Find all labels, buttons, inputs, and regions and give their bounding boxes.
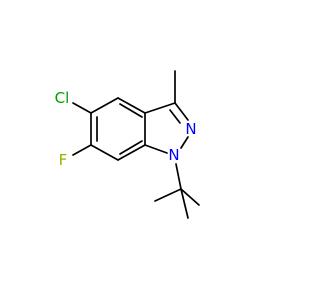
- bond-c6-f: [72, 144, 92, 156]
- atom-label-layer: Cl F N N: [55, 89, 197, 169]
- bond-c7a-c7-inner: [119, 140, 143, 155]
- molecule-structure-diagram: Cl F N N: [55, 70, 200, 219]
- bond-cquat-me3: [180, 188, 189, 219]
- bond-c3-n2-inner: [169, 109, 181, 124]
- bond-c7-c6: [90, 144, 119, 161]
- bond-layer: [72, 70, 200, 219]
- bond-n2-n1: [180, 136, 189, 149]
- bond-c3a-c3: [144, 102, 176, 114]
- bond-c4-c3a: [117, 97, 146, 114]
- bond-c3-n2: [174, 102, 189, 121]
- bond-cquat-me2: [180, 188, 200, 206]
- bond-c4-c3a-inner: [119, 103, 143, 118]
- atom-label-chlorine: Cl: [55, 89, 70, 107]
- bond-c5-cl: [72, 102, 92, 114]
- bond-n1-cquat: [175, 163, 182, 190]
- atom-label-nitrogen-2: N: [185, 120, 196, 138]
- atom-label-fluorine: F: [59, 151, 68, 169]
- bond-n1-c7a: [144, 144, 168, 154]
- bond-cquat-me1: [154, 188, 182, 202]
- bond-c5-c4: [90, 97, 119, 114]
- atom-label-nitrogen-1: N: [168, 146, 179, 164]
- bond-c7a-c7: [117, 144, 146, 161]
